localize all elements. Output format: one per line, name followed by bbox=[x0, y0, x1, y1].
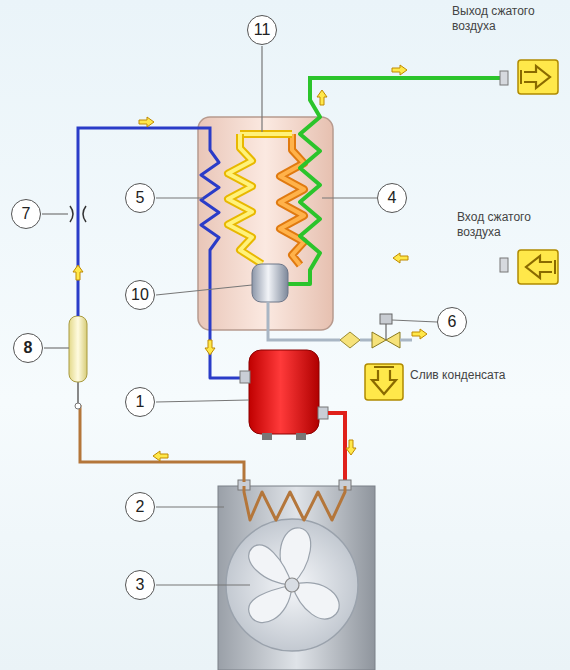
callout-number: 11 bbox=[247, 15, 277, 45]
condenser-coil bbox=[244, 486, 345, 520]
flow-arrows bbox=[73, 65, 427, 461]
callout-number: 1 bbox=[125, 387, 155, 417]
port-label: Выход сжатого воздуха bbox=[452, 4, 556, 34]
port-label: Вход сжатого воздуха bbox=[457, 210, 561, 240]
callout-number: 7 bbox=[11, 199, 41, 229]
callout-number: 6 bbox=[437, 307, 467, 337]
callout-number: 8 bbox=[13, 333, 43, 363]
callout-number: 2 bbox=[125, 492, 155, 522]
callout-number: 3 bbox=[125, 570, 155, 600]
port-label: Слив конденсата bbox=[410, 368, 514, 383]
callout-number: 10 bbox=[125, 280, 155, 310]
callout-number: 5 bbox=[125, 183, 155, 213]
callout-number: 4 bbox=[377, 183, 407, 213]
heat-exchanger-coils bbox=[201, 90, 320, 378]
